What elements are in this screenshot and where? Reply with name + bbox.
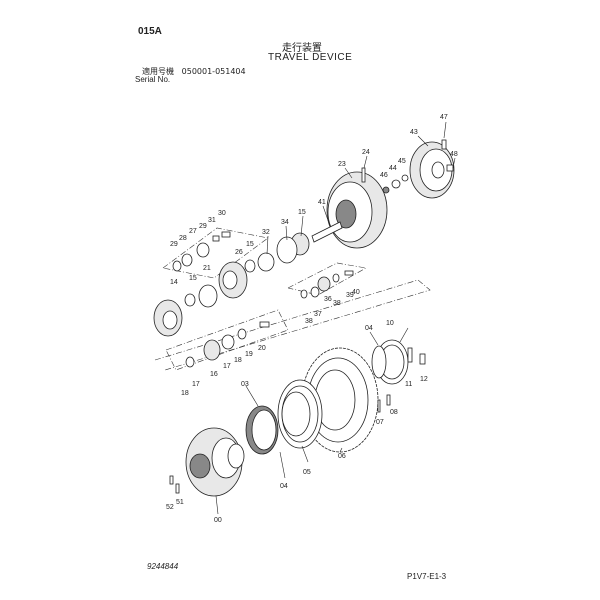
planet-small-parts (172, 231, 231, 272)
figure-code: P1V7-E1-3 (407, 572, 447, 581)
applicable-serial-line: 適用号機 050001-051404 (142, 66, 246, 77)
group-outline-gear-cluster (287, 262, 367, 296)
callout-15b: 15 (246, 241, 254, 248)
document-number: 9244844 (147, 562, 179, 571)
callout-29a: 29 (199, 223, 207, 230)
callout-16: 16 (210, 371, 218, 378)
callout-05: 05 (303, 469, 311, 476)
callout-39: 39 (346, 292, 354, 299)
callout-34: 34 (281, 219, 289, 226)
callout-20: 20 (258, 345, 266, 352)
callout-44: 44 (389, 165, 397, 172)
bolt-parts (169, 394, 391, 494)
callout-07: 07 (376, 419, 384, 426)
ring-03-part (245, 405, 279, 455)
propeller-shaft-part (311, 221, 343, 243)
callout-38b: 38 (305, 318, 313, 325)
serial-range: 050001-051404 (181, 67, 246, 76)
ring-gear-housing-part (326, 167, 388, 249)
floating-seal-part (277, 379, 323, 449)
callout-06: 06 (338, 453, 346, 460)
callout-27: 27 (189, 228, 197, 235)
callout-labels: 47 43 48 45 44 46 24 23 41 15 34 32 15 3… (166, 114, 458, 524)
carrier-part (184, 261, 248, 308)
callout-08: 08 (390, 409, 398, 416)
callout-04b: 04 (280, 483, 288, 490)
callout-32: 32 (262, 229, 270, 236)
callout-38a: 38 (333, 300, 341, 307)
callout-36: 36 (324, 296, 332, 303)
callout-12: 12 (420, 376, 428, 383)
callout-41: 41 (318, 199, 326, 206)
callout-40: 40 (352, 289, 360, 296)
callout-21: 21 (203, 265, 211, 272)
travel-housing-part (185, 427, 245, 497)
callout-52: 52 (166, 504, 174, 511)
page-code: 015A (138, 26, 162, 37)
callout-30: 30 (218, 210, 226, 217)
callout-11: 11 (405, 381, 412, 388)
callout-37: 37 (314, 311, 322, 318)
callout-00: 00 (214, 517, 222, 524)
callout-18b: 18 (181, 390, 189, 397)
callout-47: 47 (440, 114, 448, 121)
gear-cluster-part (244, 232, 310, 273)
callout-04a: 04 (365, 325, 373, 332)
callout-26: 26 (235, 249, 243, 256)
callout-43: 43 (410, 129, 418, 136)
callout-48: 48 (450, 151, 458, 158)
callout-17b: 17 (192, 381, 200, 388)
callout-24: 24 (362, 149, 370, 156)
callout-19: 19 (245, 351, 253, 358)
callout-18a: 18 (234, 357, 242, 364)
callout-23: 23 (338, 161, 346, 168)
callout-15c: 15 (189, 275, 197, 282)
callout-28: 28 (179, 235, 187, 242)
callout-14: 14 (170, 279, 178, 286)
group-outline-planet-2 (165, 309, 289, 371)
serial-label: Serial No. (135, 75, 171, 84)
motor-cover-part (409, 141, 455, 199)
leader-lines (215, 121, 456, 515)
callout-17a: 17 (223, 363, 231, 370)
callout-31: 31 (208, 217, 216, 224)
cover-fasteners (382, 139, 454, 194)
callout-29b: 29 (170, 241, 178, 248)
carrier-14-part (153, 299, 183, 337)
callout-10: 10 (386, 320, 394, 327)
group-outline-main (154, 279, 431, 371)
callout-03: 03 (241, 381, 249, 388)
callout-45: 45 (398, 158, 406, 165)
planet-gear-parts (185, 321, 270, 368)
title-english: TRAVEL DEVICE (268, 52, 353, 63)
title-japanese: 走行装置 (282, 43, 322, 54)
callout-46: 46 (380, 172, 388, 179)
group-outline-planet-1 (162, 227, 269, 279)
applicable-label: 適用号機 (142, 67, 174, 76)
gear-small-parts (300, 270, 354, 299)
callout-15a: 15 (298, 209, 306, 216)
ring-10-part (371, 339, 426, 385)
callout-51: 51 (176, 499, 184, 506)
